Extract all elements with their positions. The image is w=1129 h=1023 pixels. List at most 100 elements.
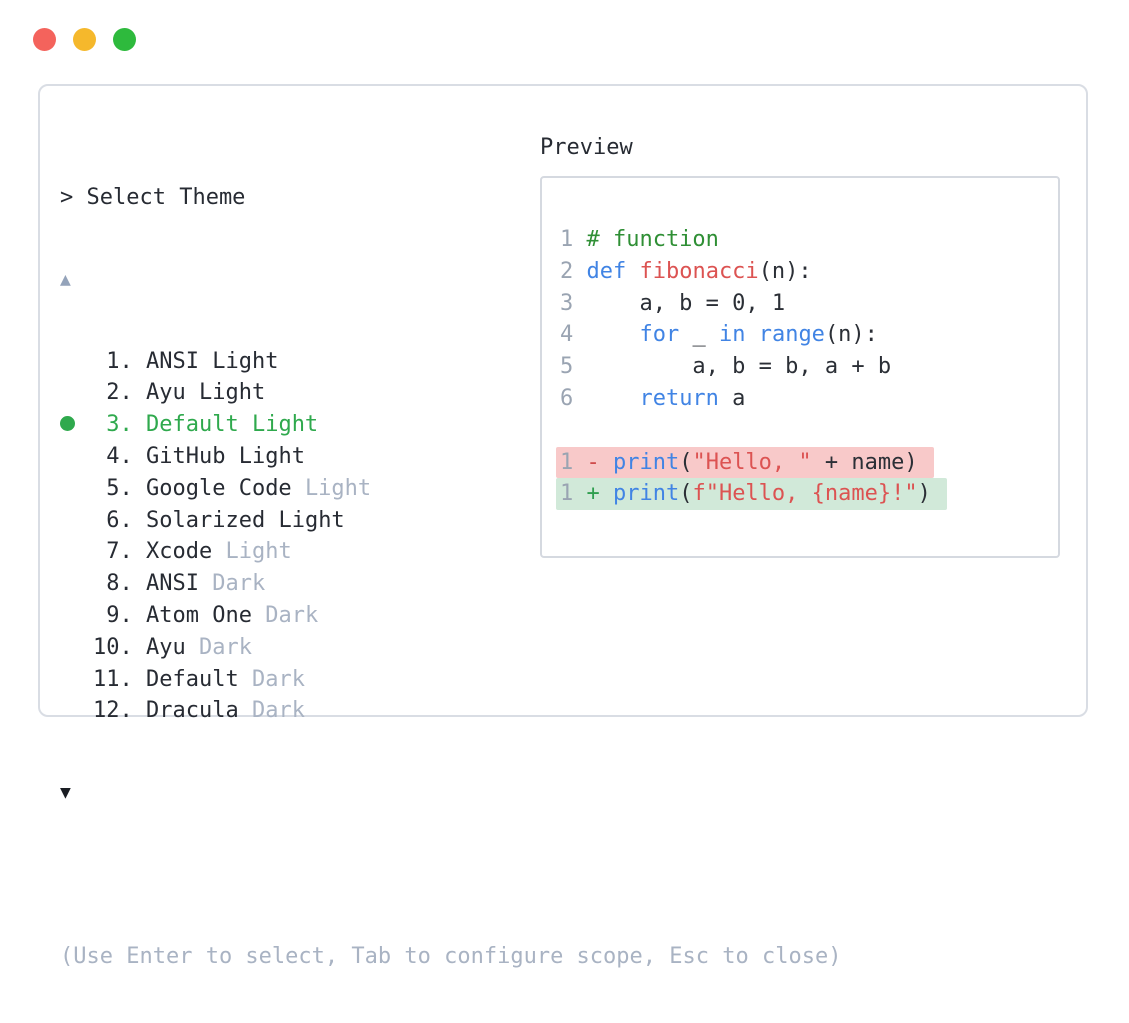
minimize-button[interactable] — [73, 28, 96, 51]
code-token-pl: (n): — [758, 258, 812, 284]
code-line-4: 4 for _ in range(n): — [560, 319, 1058, 351]
theme-variant: Light — [225, 539, 292, 565]
code-line-3: 3 a, b = 0, 1 — [560, 288, 1058, 320]
line-number: 5 — [560, 354, 574, 380]
theme-name: ANSI — [145, 348, 199, 374]
theme-name: GitHub — [145, 443, 226, 469]
code-token-kw: print — [612, 449, 680, 475]
theme-item-github-light[interactable]: 4. GitHub Light — [60, 441, 841, 473]
theme-variant: Light — [304, 475, 372, 501]
line-number: 6 — [560, 385, 574, 411]
scroll-up-icon[interactable]: ▲ — [60, 268, 71, 290]
theme-item-ansi-light[interactable]: 1. ANSI Light — [60, 346, 841, 378]
theme-item-ansi-dark[interactable]: 8. ANSI Dark — [60, 568, 841, 600]
theme-variant: Light — [198, 380, 266, 406]
code-token-pl — [586, 386, 639, 411]
theme-name: Default — [145, 412, 239, 438]
theme-variant: Dark — [251, 698, 305, 724]
diff-added-line: 1+ print(f"Hello, {name}!") — [556, 478, 1058, 511]
theme-name: Dracula — [145, 698, 239, 724]
blank-line — [560, 415, 1058, 447]
select-theme-prompt: > Select Theme — [60, 185, 246, 210]
theme-number: 6. — [106, 507, 133, 533]
code-token-str: f"Hello, {name}!" — [692, 481, 918, 507]
code-token-kw: for — [639, 322, 680, 348]
theme-variant: Light — [278, 507, 345, 533]
theme-variant: Dark — [198, 634, 252, 660]
code-token-pl — [586, 322, 639, 347]
theme-number: 2. — [106, 380, 133, 406]
theme-name: Google Code — [145, 475, 292, 501]
line-number: 2 — [560, 258, 574, 284]
theme-variant: Light — [251, 412, 319, 438]
theme-variant: Dark — [265, 602, 319, 628]
theme-name: Ayu — [145, 380, 186, 406]
theme-name: Solarized — [145, 507, 266, 533]
code-token-kw: def — [586, 258, 627, 284]
theme-number: 10. — [93, 634, 133, 660]
theme-name: Xcode — [145, 539, 213, 565]
theme-number: 7. — [106, 539, 133, 565]
code-line-1: 1 # function — [560, 224, 1058, 256]
theme-number: 9. — [106, 602, 133, 628]
zoom-button[interactable] — [113, 28, 136, 51]
selected-dot-icon — [60, 409, 93, 441]
code-token-pl: ( — [679, 449, 693, 475]
diff-removed-line: 1- print("Hello, " + name) — [556, 446, 1058, 479]
theme-number: 8. — [106, 571, 133, 597]
theme-name: ANSI — [145, 571, 199, 597]
code-token-kw: in — [718, 322, 746, 348]
code-token-pl: ( — [679, 481, 693, 507]
line-number: 1 — [560, 449, 574, 475]
code-line-6: 6 return a — [560, 383, 1058, 415]
theme-variant: Light — [238, 443, 305, 469]
theme-variant: Dark — [251, 666, 305, 692]
code-token-pl: ) — [917, 481, 931, 507]
theme-variant: Light — [212, 348, 279, 374]
code-token-pl: + name) — [811, 449, 918, 475]
theme-item-atom-one-dark[interactable]: 9. Atom One Dark — [60, 600, 841, 632]
preview-title: Preview — [540, 135, 633, 160]
code-token-kw: range — [758, 322, 825, 348]
theme-item-ayu-dark[interactable]: 10. Ayu Dark — [60, 632, 841, 664]
code-line-2: 2 def fibonacci(n): — [560, 256, 1058, 288]
code-token-pl — [626, 259, 639, 284]
theme-number: 5. — [106, 475, 133, 501]
code-token-fn: fibonacci — [639, 258, 759, 284]
close-button[interactable] — [33, 28, 56, 51]
line-number: 4 — [560, 322, 574, 348]
scroll-down-icon[interactable]: ▼ — [60, 782, 71, 804]
code-token-pl: a, b = 0, 1 — [586, 290, 786, 316]
code-token-pl: a, b = b, a + b — [586, 354, 892, 380]
theme-item-default-light[interactable]: 3. Default Light — [60, 409, 841, 441]
theme-item-dracula-dark[interactable]: 12. Dracula Dark — [60, 695, 841, 727]
code-token-pl — [745, 322, 758, 347]
line-number: 1 — [560, 227, 574, 252]
diff-sign: + — [586, 481, 600, 507]
theme-item-google-code-light[interactable]: 5. Google Code Light — [60, 473, 841, 505]
code-token-cmt: # function — [586, 227, 719, 252]
code-token-str: "Hello, " — [692, 449, 812, 475]
code-token-pl: (n): — [824, 322, 878, 348]
spacer — [60, 859, 841, 891]
code-token-pl: _ — [679, 322, 719, 348]
selected-dot — [60, 416, 75, 432]
theme-name: Atom One — [145, 602, 252, 628]
theme-number: 1. — [106, 348, 133, 374]
code-token-pl: a — [718, 385, 746, 411]
theme-item-solarized-light[interactable]: 6. Solarized Light — [60, 505, 841, 537]
theme-item-xcode-light[interactable]: 7. Xcode Light — [60, 536, 841, 568]
theme-number: 12. — [93, 698, 133, 724]
line-number: 3 — [560, 290, 574, 316]
theme-number: 11. — [93, 666, 133, 692]
theme-number: 3. — [106, 412, 133, 438]
theme-item-ayu-light[interactable]: 2. Ayu Light — [60, 377, 841, 409]
theme-variant: Dark — [212, 571, 266, 597]
keyboard-hint: (Use Enter to select, Tab to configure s… — [60, 943, 842, 969]
theme-number: 4. — [106, 443, 133, 469]
theme-item-default-dark[interactable]: 11. Default Dark — [60, 664, 841, 696]
